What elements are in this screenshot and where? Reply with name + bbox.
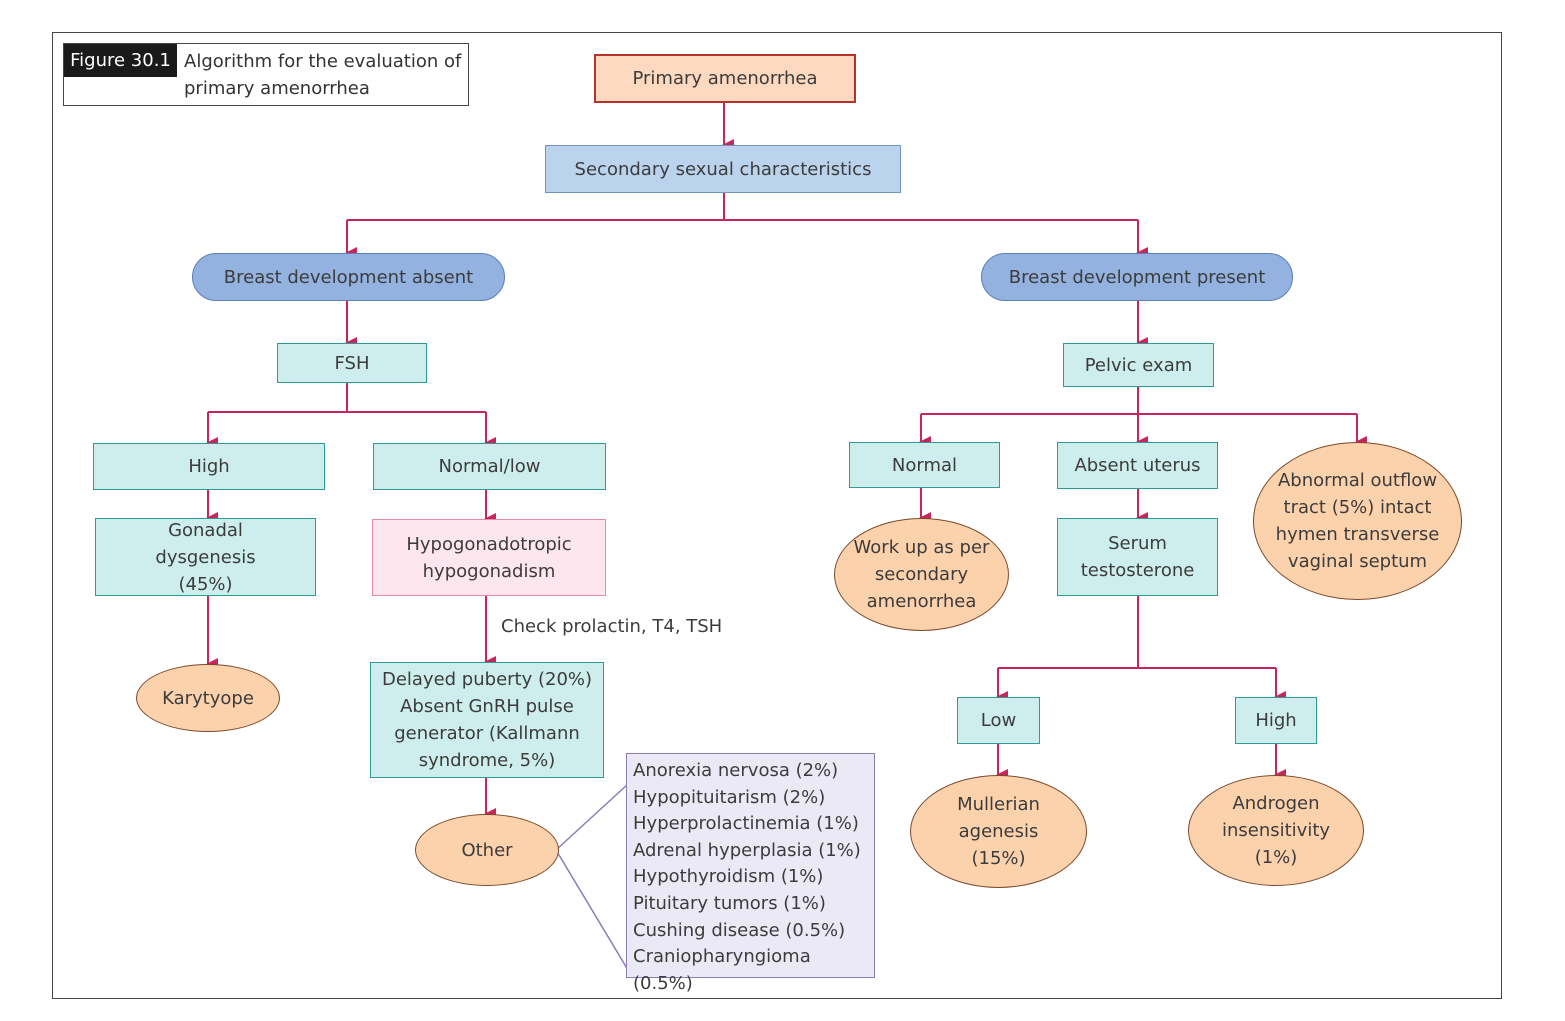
cause-item: Hypopituitarism (2%) [633, 786, 826, 808]
delayed-puberty-box: Delayed puberty (20%) Absent GnRH pulse … [370, 662, 604, 778]
abnormal-outflow-oval: Abnormal outflow tract (5%) intact hymen… [1253, 442, 1462, 600]
gonadal-dysgenesis-box: Gonadal dysgenesis (45%) [95, 518, 316, 596]
figure-title: Algorithm for the evaluation of primary … [184, 51, 462, 99]
breast-present-node: Breast development present [981, 253, 1293, 301]
breast-absent-node: Breast development absent [192, 253, 505, 301]
check-prolactin-note: Check prolactin, T4, TSH [501, 616, 723, 637]
high-fsh-box: High [93, 443, 325, 490]
androgen-insensitivity-oval: Androgen insensitivity (1%) [1188, 775, 1364, 886]
cause-item: Craniopharyngioma (0.5%) [633, 946, 811, 994]
normal-box: Normal [849, 442, 1000, 488]
cause-item: Pituitary tumors (1%) [633, 892, 826, 914]
normal-low-box: Normal/low [373, 443, 606, 490]
low-box: Low [957, 697, 1040, 744]
other-oval: Other [415, 814, 559, 886]
cause-item: Adrenal hyperplasia (1%) [633, 839, 861, 861]
cause-item: Hyperprolactinemia (1%) [633, 813, 859, 835]
work-up-oval: Work up as per secondary amenorrhea [834, 518, 1009, 631]
fsh-box: FSH [277, 343, 427, 383]
secondary-sexual-characteristics-box: Secondary sexual characteristics [545, 145, 901, 193]
mullerian-agenesis-oval: Mullerian agenesis (15%) [910, 775, 1087, 888]
cause-item: Hypothyroidism (1%) [633, 866, 824, 888]
serum-testosterone-box: Serum testosterone [1057, 518, 1218, 596]
primary-amenorrhea-box: Primary amenorrhea [594, 54, 856, 103]
figure-caption: Figure 30.1 Algorithm for the evaluation… [63, 43, 469, 106]
figure-label: Figure 30.1 [64, 44, 177, 77]
other-causes-list: Anorexia nervosa (2%) Hypopituitarism (2… [626, 753, 875, 994]
cause-item: Anorexia nervosa (2%) [633, 760, 839, 781]
high-testosterone-box: High [1235, 697, 1317, 744]
cause-item: Cushing disease (0.5%) [633, 919, 846, 941]
karytyope-oval: Karytyope [136, 664, 280, 732]
diagram-frame [52, 32, 1502, 999]
pelvic-exam-box: Pelvic exam [1063, 343, 1214, 387]
absent-uterus-box: Absent uterus [1057, 442, 1218, 489]
hypogonadotropic-box: Hypogonadotropic hypogonadism [372, 519, 606, 596]
